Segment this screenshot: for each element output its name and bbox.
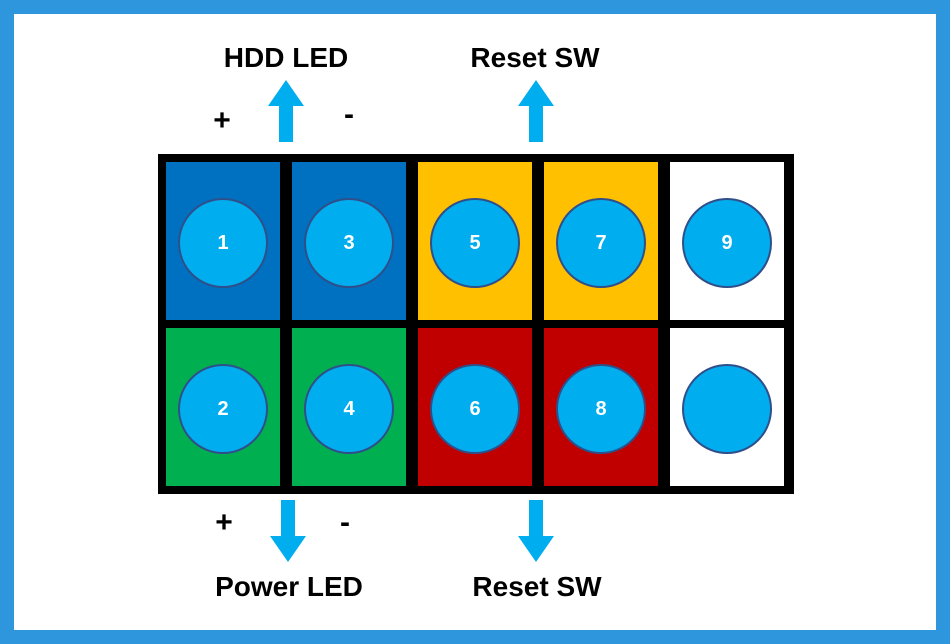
pin-empty	[682, 364, 772, 454]
reset-sw-top-label: Reset SW	[470, 42, 600, 73]
pin-cell-4: 4	[292, 328, 406, 486]
pin-cell-9: 9	[670, 162, 784, 320]
hdd-minus-sign: -	[344, 98, 354, 131]
power-minus-sign: -	[340, 506, 350, 539]
pin-6: 6	[430, 364, 520, 454]
power-led-down-arrow-icon	[270, 500, 306, 562]
pin-2: 2	[178, 364, 268, 454]
pin-cell-5: 5	[418, 162, 532, 320]
pin-cell-3: 3	[292, 162, 406, 320]
pin-5: 5	[430, 198, 520, 288]
pin-cell-2: 2	[166, 328, 280, 486]
pin-cell-8: 8	[544, 328, 658, 486]
pin-8: 8	[556, 364, 646, 454]
pin-7: 7	[556, 198, 646, 288]
pin-cell-6: 6	[418, 328, 532, 486]
pin-cell-7: 7	[544, 162, 658, 320]
pin-3: 3	[304, 198, 394, 288]
hdd-led-up-arrow-icon	[268, 80, 304, 142]
hdd-led-label: HDD LED	[223, 42, 349, 73]
power-led-label: Power LED	[215, 571, 363, 602]
hdd-plus-sign: +	[213, 104, 231, 137]
reset-sw-up-arrow-icon	[518, 80, 554, 142]
pin-cell-1: 1	[166, 162, 280, 320]
power-plus-sign: +	[215, 506, 233, 539]
reset-sw-bottom-label: Reset SW	[472, 571, 602, 602]
pin-cell-empty	[670, 328, 784, 486]
reset-sw-down-arrow-icon	[518, 500, 554, 562]
pin-9: 9	[682, 198, 772, 288]
pin-4: 4	[304, 364, 394, 454]
pin-1: 1	[178, 198, 268, 288]
